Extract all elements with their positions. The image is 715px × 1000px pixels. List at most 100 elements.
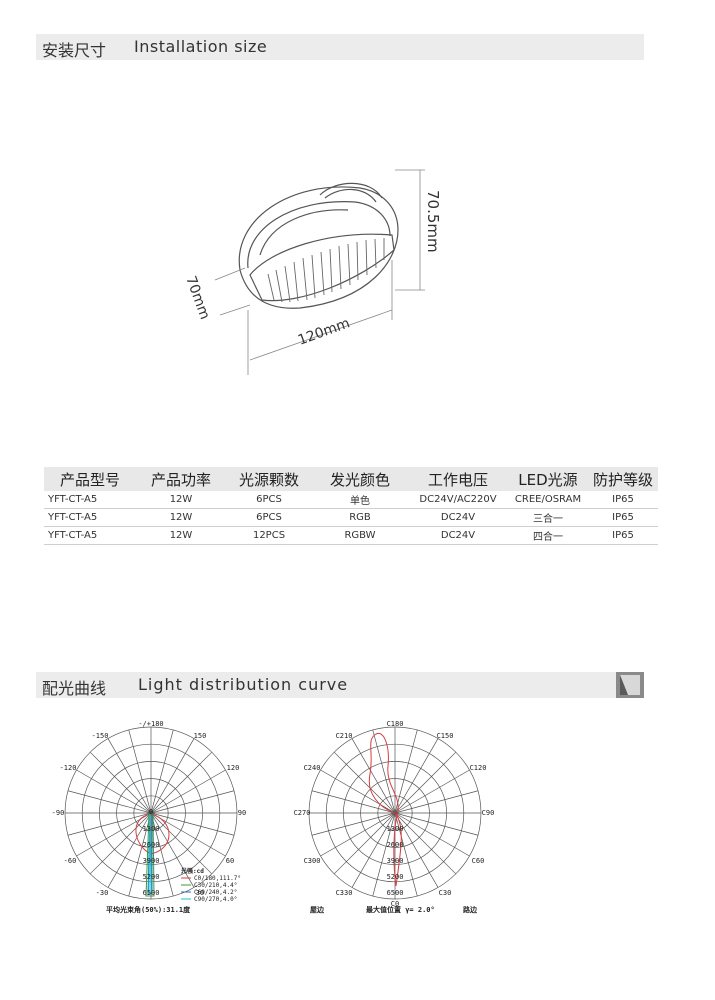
angle-label: C120 bbox=[470, 764, 487, 772]
cell: DC24V bbox=[408, 508, 508, 527]
angle-label: -90 bbox=[52, 809, 65, 817]
cell: IP65 bbox=[588, 491, 658, 509]
cell: 12W bbox=[136, 526, 226, 545]
light-title-en: Light distribution curve bbox=[138, 675, 349, 694]
table-row: YFT-CT-A5 12W 12PCS RGBW DC24V 四合一 IP65 bbox=[44, 526, 658, 545]
corner-logo-icon bbox=[616, 672, 644, 698]
curve-c0-c180 bbox=[368, 732, 402, 887]
grid-spoke bbox=[107, 812, 152, 888]
angle-label: 0 bbox=[149, 808, 153, 816]
grid-spoke bbox=[372, 729, 396, 814]
cell: DC24V bbox=[408, 526, 508, 545]
grid-spoke bbox=[394, 729, 418, 814]
grid-spoke bbox=[107, 738, 152, 814]
angle-label: C240 bbox=[304, 764, 321, 772]
cell: IP65 bbox=[588, 526, 658, 545]
radial-label: 2600 bbox=[387, 841, 404, 849]
angle-label: 150 bbox=[194, 732, 207, 740]
cell: YFT-CT-A5 bbox=[44, 508, 136, 527]
grid-spoke bbox=[76, 769, 152, 814]
cell: 三合一 bbox=[508, 508, 588, 527]
angle-label: C210 bbox=[336, 732, 353, 740]
cell: CREE/OSRAM bbox=[508, 491, 588, 509]
legend-item: C90/270,4.0° bbox=[194, 896, 237, 903]
radial-label: 5200 bbox=[387, 873, 404, 881]
table-header-row: 产品型号 产品功率 光源颗数 发光颜色 工作电压 LED光源 防护等级 bbox=[44, 467, 658, 491]
grid-spoke bbox=[128, 812, 152, 897]
installation-title-zh: 安装尺寸 bbox=[42, 41, 107, 60]
dim-depth: 70mm bbox=[182, 274, 212, 322]
legend-title: 光强:cd bbox=[180, 867, 204, 875]
angle-label: C270 bbox=[294, 809, 311, 817]
radial-label: 2600 bbox=[143, 841, 160, 849]
header-voltage: 工作电压 bbox=[408, 467, 508, 491]
grid-spoke bbox=[150, 812, 226, 857]
grid-spoke bbox=[89, 812, 152, 875]
grid-spoke bbox=[394, 812, 470, 857]
grid-spoke bbox=[333, 812, 396, 875]
grid-spoke bbox=[320, 769, 396, 814]
grid-spoke bbox=[372, 812, 396, 897]
polar-chart-left: -/+180 -150 150 -120 120 -90 90 -60 60 -… bbox=[52, 720, 247, 914]
cell: 单色 bbox=[312, 491, 408, 509]
legend-item: C30/210,4.4° bbox=[194, 882, 237, 889]
angle-label: C180 bbox=[387, 720, 404, 728]
angle-label: C150 bbox=[437, 732, 454, 740]
angle-label: C30 bbox=[439, 889, 452, 897]
light-title-zh: 配光曲线 bbox=[42, 679, 107, 698]
header-model: 产品型号 bbox=[44, 467, 136, 491]
grid-spoke bbox=[150, 769, 226, 814]
curve-c90 bbox=[148, 813, 152, 893]
angle-label: 30 bbox=[196, 889, 204, 897]
legend-item: C0/180,111.7° bbox=[194, 875, 241, 882]
radial-label: 6500 bbox=[143, 889, 160, 897]
cell: 6PCS bbox=[226, 508, 312, 527]
grid-spoke bbox=[351, 812, 396, 888]
header-led-source: LED光源 bbox=[508, 467, 588, 491]
cell: DC24V/AC220V bbox=[408, 491, 508, 509]
grid-spoke bbox=[150, 812, 174, 897]
radial-label: 6500 bbox=[387, 889, 404, 897]
grid-spoke bbox=[76, 812, 152, 857]
grid-spoke bbox=[394, 790, 479, 814]
angle-label: -60 bbox=[64, 857, 77, 865]
cell: 12W bbox=[136, 491, 226, 509]
beam-angle-caption: 平均光束角(50%):31.1度 bbox=[106, 905, 191, 914]
product-drawing: 70.5mm 70mm 120mm bbox=[182, 169, 442, 375]
grid-spoke bbox=[311, 790, 396, 814]
angle-label: C330 bbox=[336, 889, 353, 897]
grid-spoke bbox=[351, 738, 396, 814]
radial-label: 3900 bbox=[387, 857, 404, 865]
grid-spoke bbox=[394, 812, 418, 897]
header-led-count: 光源颗数 bbox=[226, 467, 312, 491]
grid-spoke bbox=[150, 729, 174, 814]
radial-label: 3900 bbox=[143, 857, 160, 865]
grid-spoke bbox=[394, 751, 457, 814]
grid-spoke bbox=[128, 729, 152, 814]
grid-spoke bbox=[150, 812, 235, 836]
spec-table: 产品型号 产品功率 光源颗数 发光颜色 工作电压 LED光源 防护等级 YFT-… bbox=[44, 467, 658, 545]
header-protection: 防护等级 bbox=[588, 467, 658, 491]
angle-label: 90 bbox=[238, 809, 246, 817]
light-distribution-header: 配光曲线 Light distribution curve bbox=[36, 672, 644, 698]
angle-label: C60 bbox=[472, 857, 485, 865]
grid-spoke bbox=[320, 812, 396, 857]
grid-spoke bbox=[150, 812, 213, 875]
cell: 四合一 bbox=[508, 526, 588, 545]
grid-spoke bbox=[311, 812, 396, 836]
header-power: 产品功率 bbox=[136, 467, 226, 491]
cell: RGB bbox=[312, 508, 408, 527]
grid-spoke bbox=[150, 790, 235, 814]
grid-spoke bbox=[394, 812, 479, 836]
angle-label: -30 bbox=[96, 889, 109, 897]
caption-house-side: 屋边 bbox=[310, 905, 325, 914]
angle-label: C0 bbox=[391, 900, 399, 908]
angle-label: -/+180 bbox=[138, 720, 163, 728]
legend-item: C60/240,4.2° bbox=[194, 889, 237, 896]
installation-title-en: Installation size bbox=[134, 37, 268, 56]
grid-spoke bbox=[394, 769, 470, 814]
curve-c30 bbox=[145, 813, 155, 897]
dim-width: 120mm bbox=[296, 315, 352, 349]
cell: YFT-CT-A5 bbox=[44, 526, 136, 545]
angle-label: -120 bbox=[60, 764, 77, 772]
